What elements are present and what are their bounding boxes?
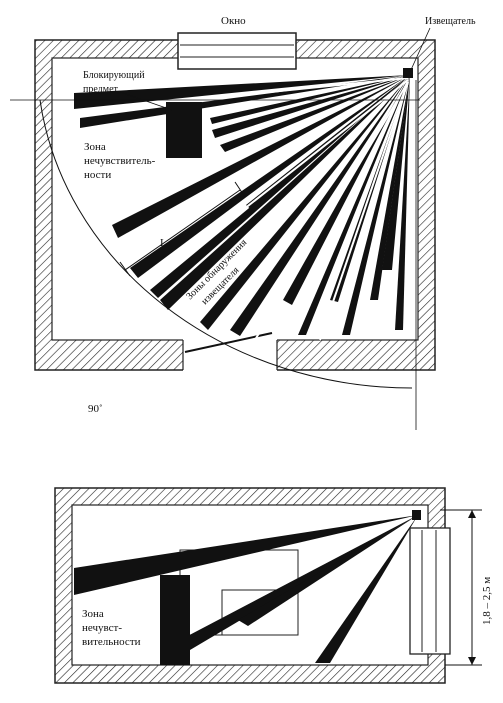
detector-label: Извещатель	[425, 16, 476, 27]
side-insensitive-zone-label-2: нечувст-	[82, 622, 122, 634]
insensitive-zone-label-1: Зона	[84, 141, 106, 153]
insensitive-zone-label-2: нечувствитель-	[84, 155, 156, 167]
side-insensitive-zone-label-3: вительности	[82, 636, 141, 648]
beam	[160, 75, 410, 310]
beam	[130, 75, 410, 278]
furniture-outline	[221, 589, 299, 636]
window	[177, 32, 297, 70]
beam	[74, 75, 410, 109]
side-room-interior	[71, 504, 429, 666]
blocking-object-label-2: предмет	[83, 84, 119, 95]
angle-label: 90˚	[88, 403, 103, 415]
side-beam	[180, 515, 418, 650]
beam	[112, 75, 410, 238]
top-view-plan: Окно Извещатель Блокирующий предмет Зона…	[10, 15, 476, 430]
blocking-object	[166, 102, 202, 158]
beam	[298, 75, 410, 335]
beam	[200, 75, 410, 330]
detector-leader	[409, 27, 431, 73]
side-window	[409, 527, 451, 655]
beam	[382, 75, 410, 270]
angle-arc	[39, 99, 413, 389]
height-dimension	[440, 509, 482, 666]
side-beam	[238, 515, 418, 626]
window-label: Окно	[221, 15, 246, 27]
insensitive-zone-label-3: ности	[84, 169, 111, 181]
door-gap	[183, 338, 277, 372]
side-beam	[315, 515, 418, 663]
beam	[80, 75, 410, 128]
beam	[212, 75, 410, 138]
blocking-leader	[119, 91, 173, 111]
detector-top	[403, 68, 413, 78]
beam	[395, 75, 410, 330]
beam	[370, 75, 410, 300]
side-view-plan: Зона нечувст- вительности 1,8 – 2,5 м	[54, 487, 493, 684]
beam	[230, 75, 410, 336]
beam	[342, 75, 410, 335]
length-label: L	[160, 237, 167, 249]
side-insensitive-zone-label-1: Зона	[82, 608, 104, 620]
beam	[210, 75, 410, 124]
detector-side	[412, 510, 421, 520]
height-label: 1,8 – 2,5 м	[481, 577, 493, 625]
side-blocking-object	[160, 575, 190, 665]
blocking-object-label-1: Блокирующий	[83, 70, 145, 81]
beam	[220, 75, 410, 152]
beam-gaps	[71, 77, 409, 341]
